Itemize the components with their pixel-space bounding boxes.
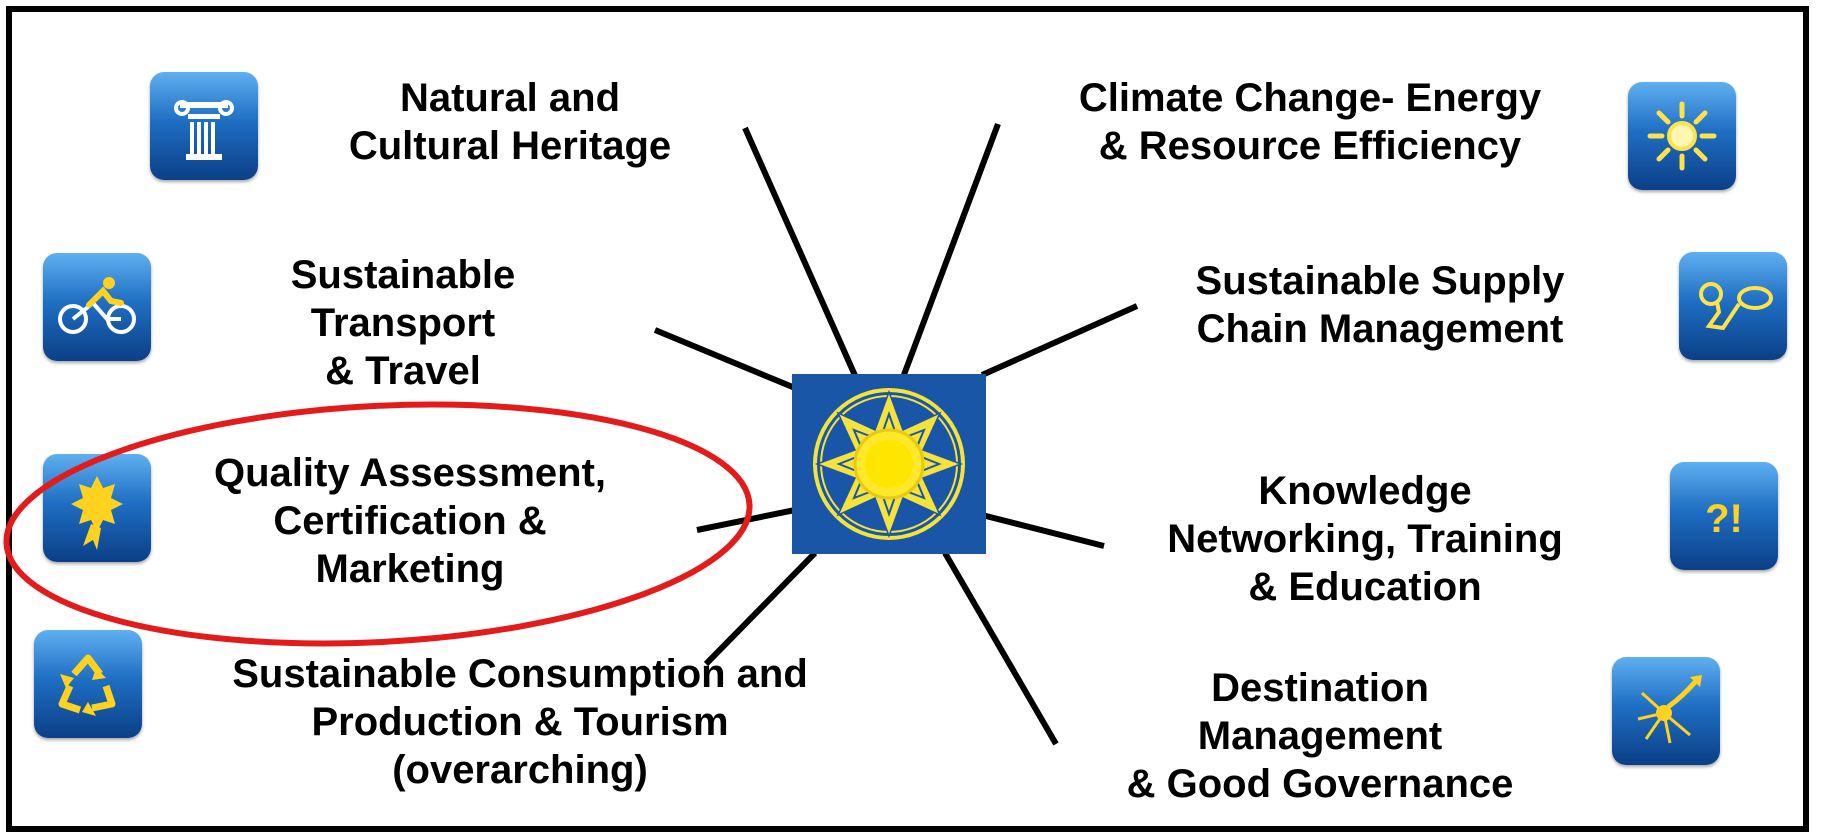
question-exclamation-icon: ?! [1670, 462, 1778, 570]
spoke-climate [899, 122, 1001, 382]
topic-transport: Sustainable Transport & Travel [290, 253, 516, 393]
spoke-destination [942, 551, 1059, 746]
center-star-logo [792, 374, 986, 554]
spoke-transport [653, 327, 797, 391]
topic-consumption: Sustainable Consumption and Production &… [232, 652, 808, 792]
topic-knowledge: Knowledge Networking, Training & Educati… [1167, 469, 1563, 609]
topic-destination: Destination Management & Good Governance [1126, 666, 1514, 806]
recycle-icon [34, 630, 142, 738]
spoke-knowledge [981, 512, 1105, 549]
chain-link-icon [1679, 252, 1787, 360]
spoke-heritage [742, 126, 860, 382]
arrows-network-icon [1612, 657, 1720, 765]
topic-heritage: Natural and Cultural Heritage [348, 76, 672, 168]
award-rosette-icon [43, 454, 151, 562]
topic-climate: Climate Change- Energy & Resource Effici… [1078, 76, 1542, 168]
topic-supply: Sustainable Supply Chain Management [1195, 259, 1565, 351]
column-icon [150, 72, 258, 180]
spoke-quality [696, 507, 796, 533]
sun-icon [1628, 82, 1736, 190]
question-exclamation-glyph: ?! [1705, 497, 1743, 541]
spoke-consumption [703, 550, 818, 667]
spoke-supply [980, 303, 1139, 378]
cyclist-icon [43, 253, 151, 361]
topic-quality: Quality Assessment, Certification & Mark… [213, 451, 606, 591]
